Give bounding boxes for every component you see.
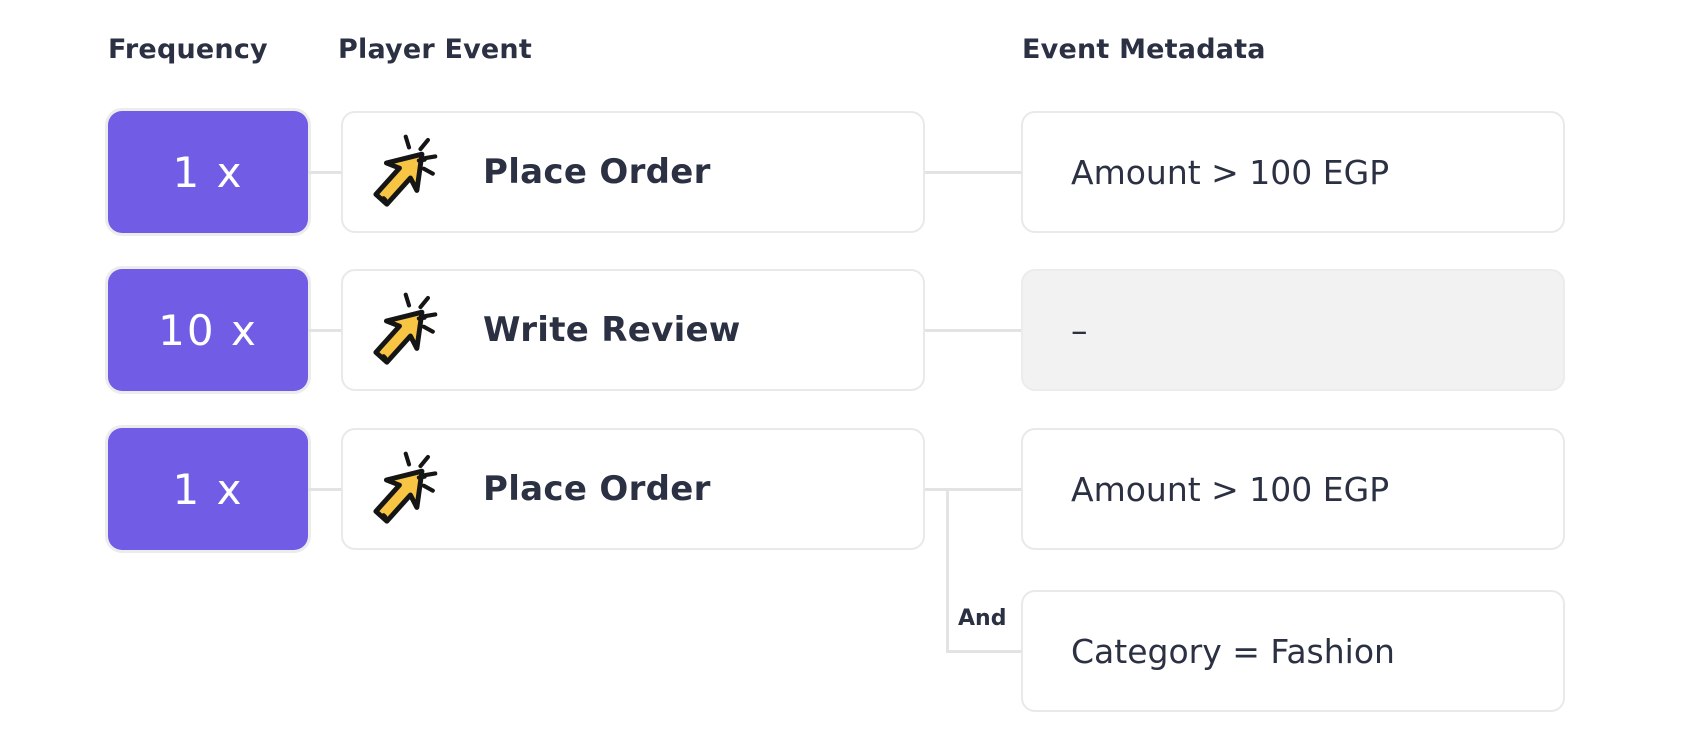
frequency-value: 1 x <box>172 147 244 197</box>
event-metadata-card[interactable]: Category = Fashion <box>1021 590 1565 712</box>
connector-line <box>925 329 1021 332</box>
event-metadata-card[interactable]: Amount > 100 EGP <box>1021 111 1565 233</box>
frequency-badge[interactable]: 1 x <box>108 428 308 550</box>
frequency-value: 10 x <box>158 305 258 355</box>
player-event-label: Place Order <box>483 152 711 192</box>
event-metadata-card[interactable]: Amount > 100 EGP <box>1021 428 1565 550</box>
connector-line <box>925 488 1021 491</box>
column-header-event-metadata: Event Metadata <box>1022 34 1266 65</box>
cursor-click-icon <box>359 443 441 535</box>
cursor-click-icon <box>359 284 441 376</box>
connector-line-vertical <box>946 488 949 653</box>
event-metadata-card-empty[interactable]: – <box>1021 269 1565 391</box>
player-event-label: Write Review <box>483 310 741 350</box>
player-event-label: Place Order <box>483 469 711 509</box>
metadata-value: Amount > 100 EGP <box>1071 469 1390 509</box>
player-event-card[interactable]: Place Order <box>341 111 925 233</box>
player-event-card[interactable]: Place Order <box>341 428 925 550</box>
cursor-click-icon <box>359 126 441 218</box>
frequency-badge[interactable]: 1 x <box>108 111 308 233</box>
connector-line <box>925 171 1021 174</box>
metadata-value: Amount > 100 EGP <box>1071 152 1390 192</box>
connector-line <box>308 171 341 174</box>
player-event-card[interactable]: Write Review <box>341 269 925 391</box>
connector-and-label: And <box>958 606 1007 631</box>
frequency-value: 1 x <box>172 464 244 514</box>
connector-line <box>308 488 341 491</box>
metadata-value: Category = Fashion <box>1071 631 1395 671</box>
connector-line <box>308 329 341 332</box>
connector-line <box>946 650 1021 653</box>
metadata-value: – <box>1071 310 1088 350</box>
column-header-frequency: Frequency <box>108 34 268 65</box>
frequency-badge[interactable]: 10 x <box>108 269 308 391</box>
column-header-player-event: Player Event <box>338 34 532 65</box>
